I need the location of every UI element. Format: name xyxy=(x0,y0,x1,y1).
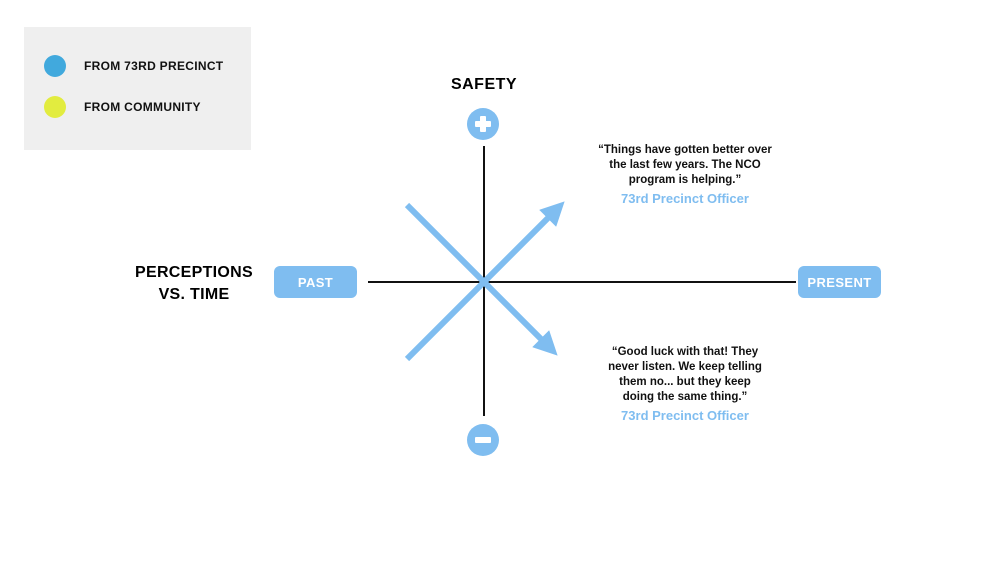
quote-line: the last few years. The NCO xyxy=(609,159,761,171)
past-label: PAST xyxy=(274,266,357,298)
quote-line: “Good luck with that! They xyxy=(611,346,759,358)
legend-item-community: FROM COMMUNITY xyxy=(44,95,201,119)
plus-icon xyxy=(467,108,499,140)
vertical-axis-title: SAFETY xyxy=(450,76,518,93)
horizontal-axis-title-line2: VS. TIME xyxy=(158,286,230,303)
quote-line: them no... but they keep xyxy=(619,376,751,388)
horizontal-axis-title: PERCEPTIONS VS. TIME xyxy=(124,262,264,306)
decreasing-trend-arrow xyxy=(404,202,558,356)
community-dot-icon xyxy=(44,96,66,118)
quote-attribution: 73rd Precinct Officer xyxy=(621,191,749,206)
increasing-trend-arrow xyxy=(404,201,565,362)
precinct-dot-icon xyxy=(44,55,66,77)
legend-label-community: FROM COMMUNITY xyxy=(84,100,201,114)
quote-line: never listen. We keep telling xyxy=(608,361,762,373)
minus-icon xyxy=(467,424,499,456)
quote-increasing: “Things have gotten better over the last… xyxy=(580,143,790,206)
quote-decreasing: “Good luck with that! They never listen.… xyxy=(580,345,790,423)
quote-line: doing the same thing.” xyxy=(622,391,748,403)
quote-line: “Things have gotten better over xyxy=(598,144,772,156)
quote-line: program is helping.” xyxy=(628,174,742,186)
present-label: PRESENT xyxy=(798,266,881,298)
legend-item-precinct: FROM 73RD PRECINCT xyxy=(44,54,223,78)
horizontal-axis-title-line1: PERCEPTIONS xyxy=(135,264,253,281)
quote-attribution: 73rd Precinct Officer xyxy=(621,408,749,423)
plus-vertical-bar xyxy=(480,116,486,132)
minus-horizontal-bar xyxy=(475,437,491,443)
legend-label-precinct: FROM 73RD PRECINCT xyxy=(84,59,224,73)
legend: FROM 73RD PRECINCT FROM COMMUNITY xyxy=(24,27,251,150)
